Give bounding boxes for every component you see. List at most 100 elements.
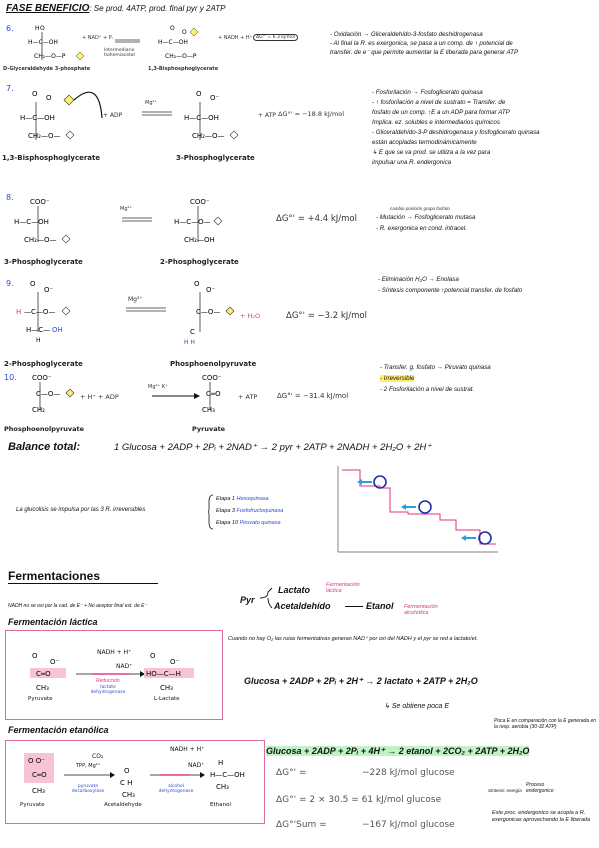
lactic-cofactor: NADH + H⁺ [97, 649, 132, 656]
balance-label: Balance total: [8, 441, 81, 453]
svg-text:O: O [150, 652, 156, 660]
svg-text:H—C—O—: H—C—O— [174, 218, 211, 226]
page-title: FASE BENEFICIO: Se prod. 4ATP, prod. fin… [6, 3, 225, 14]
lactato-label: Lactato [278, 585, 311, 595]
stage-item: Etapa 3 Fosfofructoquinasa [216, 505, 283, 517]
svg-text:H—C—OH: H—C—OH [158, 39, 188, 46]
step10-reaction: COO⁻ C—O— CH₂ COO⁻ C═O CH₃ [32, 374, 222, 414]
step10-number: 10. [4, 373, 17, 382]
svg-text:H—C—OH: H—C—OH [14, 218, 49, 226]
stage-step: Etapa 10 [216, 520, 239, 526]
step8-cofactor: Mg²⁺ [120, 206, 133, 212]
svg-text:O: O [46, 94, 52, 102]
step6-left-label: D-Glyceraldehyde 3-phosphate [3, 66, 91, 72]
side-note-1: Síntesis: energía [488, 788, 522, 793]
note-line: - Al final la R. es exergonica, se pasa … [330, 40, 513, 47]
dg-row-3-label: ΔG°'Sum = [276, 820, 327, 830]
step9-left-label: 2-Phosphoglycerate [4, 360, 83, 368]
svg-text:CH₃: CH₃ [202, 406, 215, 414]
lactic-right-label: L-Lactate [154, 696, 180, 702]
svg-text:H: H [35, 25, 40, 32]
step10-plus-right: + ATP [238, 393, 258, 401]
svg-text:O: O [170, 25, 175, 32]
side-note-2: Proceso endergonico [526, 782, 554, 794]
ethanol-equation-text: Glucosa + 2ADP + 2Pᵢ + 4H⁺ → 2 etanol + … [266, 746, 530, 756]
step8-small-note: cambio posición grupo fosfato [390, 206, 450, 211]
note-line: - Mutación → Fosfoglicerato mutasa [376, 214, 476, 221]
step6-dg: ΔG°' = 6.3 kJ/mol [253, 34, 299, 41]
step8-dg: ΔG°' = +4.4 kJ/mol [276, 214, 357, 224]
balance-equation: 1 Glucosa + 2ADP + 2Pᵢ + 2NAD⁺ → 2 pyr +… [114, 442, 432, 453]
etanol-note: Fermentación alcohólica [404, 604, 438, 616]
stage-step: Etapa 1 [216, 496, 235, 502]
step9-dg: ΔG°' = −3.2 kJ/mol [286, 311, 367, 321]
svg-text:C—O—: C—O— [196, 308, 220, 316]
svg-text:COO⁻: COO⁻ [190, 198, 210, 206]
svg-text:CH₃: CH₃ [36, 684, 49, 692]
lactic-reduction: Reducción [96, 678, 120, 684]
pyr-label: Pyr [240, 595, 255, 605]
step7-number: 7. [6, 84, 14, 93]
step10-cofactor: Mg²⁺ K⁺ [148, 384, 168, 390]
note-line: ↳ E que se va prod. se utiliza a la vez … [372, 149, 491, 156]
svg-text:C—O—: C—O— [36, 390, 60, 398]
note-line: - Transfer. g. fosfato → Piruvato quinas… [380, 364, 491, 371]
ethanol-tpp: TPP, Mg²⁺ [76, 763, 101, 769]
svg-text:CH₃: CH₃ [216, 783, 229, 791]
svg-text:—C—O—: —C—O— [24, 308, 55, 316]
step9-reaction: OO⁻ H —C—O— H—C—OH H OO⁻ C—O— C H H [16, 280, 235, 346]
svg-text:CH₃: CH₃ [122, 791, 135, 799]
dg-row-1-label: ΔG°' = [276, 768, 307, 778]
svg-text:H—C—OH: H—C—OH [28, 39, 58, 46]
step8-left-label: 3-Phosphoglycerate [4, 258, 83, 266]
svg-text:O⁻: O⁻ [50, 658, 60, 666]
lactic-result: ↳ Se obtiene poca E [384, 703, 450, 710]
lactic-cofactor2: NAD⁺ [116, 663, 133, 670]
lactic-reaction: OO⁻ C═O CH₃ OO⁻ HO—C—H CH₃ [30, 652, 194, 692]
step9-number: 9. [6, 279, 14, 288]
svg-text:O: O [40, 25, 45, 32]
step8-reaction: COO⁻ H—C—OH CH₂—O— COO⁻ H—C—O— CH₂—OH [14, 198, 223, 244]
step6-intermediate: Intermediario tiohemiacetal [104, 48, 135, 58]
svg-text:H—C—OH: H—C—OH [184, 114, 219, 122]
svg-text:H: H [36, 337, 41, 344]
note-line: - ↑ fosforilación a nivel de sustrato = … [372, 99, 506, 106]
step7-right-label: 3-Phosphoglycerate [176, 154, 255, 162]
svg-text:O⁻: O⁻ [206, 286, 216, 294]
svg-text:O⁻: O⁻ [44, 286, 54, 294]
title-main: FASE BENEFICIO [6, 3, 90, 14]
note-line: impulsar una R. endergonica [372, 159, 452, 166]
stage-enzyme: Piruvato quinasa [239, 520, 281, 526]
final-note: Este proc. endergonico se acopla a R. ex… [492, 810, 591, 823]
step6-right-text: + NADH + H⁺ [218, 35, 253, 41]
svg-text:O: O [32, 652, 38, 660]
svg-text:O: O [30, 280, 36, 288]
lactic-left-label: Pyruvate [28, 696, 53, 702]
svg-text:H—C—OH: H—C—OH [210, 771, 245, 779]
svg-text:COO⁻: COO⁻ [32, 374, 52, 382]
svg-text:O⁻: O⁻ [210, 94, 220, 102]
fermentations-intro: NADH no se oxi por la cad. de E⁻ + No ac… [8, 603, 148, 609]
svg-text:CH₂—O—: CH₂—O— [192, 132, 224, 140]
fermentations-title: Fermentaciones [8, 569, 158, 584]
step7-plus-left: + ADP [103, 112, 123, 119]
step9-cofactor: Mg²⁺ [128, 296, 143, 303]
ethanol-title: Fermentación etanólica [8, 725, 109, 735]
step10-plus-left: + H⁺ + ADP [80, 393, 119, 401]
etanol-label: Etanol [366, 601, 394, 611]
svg-text:CH₂—O—: CH₂—O— [24, 236, 56, 244]
step8-notes: - Mutación → Fosfoglicerato mutasa - R. … [376, 212, 596, 234]
stage-item: Etapa 10 Piruvato quinasa [216, 517, 283, 529]
svg-text:O: O [32, 90, 38, 98]
svg-text:OH: OH [52, 326, 63, 334]
ethanol-enzyme1: pyruvate decarboxylase [71, 784, 105, 794]
glycolysis-text: La glucolisis se impulsa por las 3 R. ir… [16, 507, 146, 513]
note-line: - Eliminación H₂O → Enolasa [378, 276, 459, 283]
lactic-equation: Glucosa + 2ADP + 2Pᵢ + 2H⁺ → 2 lactato +… [244, 676, 478, 686]
svg-text:H—C—OH: H—C—OH [20, 114, 55, 122]
note-line: - Irreversible [380, 373, 596, 384]
note-line: están acopladas termodinámicamente [372, 139, 477, 146]
step10-right-label: Pyruvate [192, 425, 226, 433]
step9-plus-right: + H₂O [240, 312, 261, 320]
